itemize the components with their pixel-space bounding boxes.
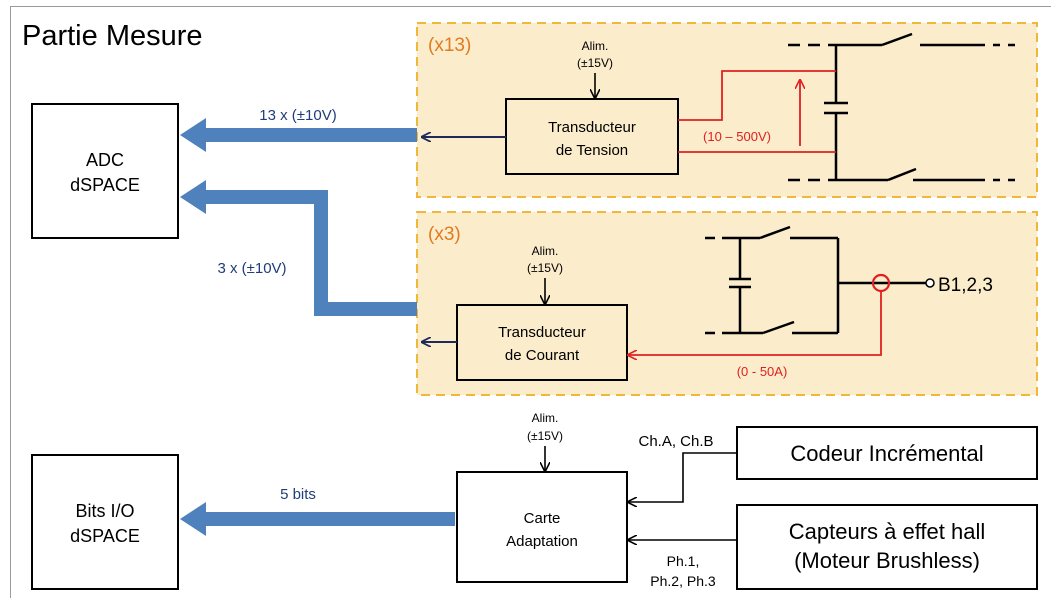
carte-alim-line2: (±15V)	[527, 429, 563, 443]
terminal-node	[925, 278, 935, 288]
voltage-range-label: (10 – 500V)	[703, 129, 771, 144]
bus-5bits-label: 5 bits	[280, 486, 316, 503]
carte-line2: Adaptation	[506, 533, 578, 550]
voltage-alim-line2: (±15V)	[577, 56, 613, 70]
slide-frame	[10, 6, 1051, 598]
hall-sensor-block	[736, 504, 1038, 590]
hall-signals-line2: Ph.2, Ph.3	[650, 573, 716, 589]
voltage-alim-line1: Alim.	[582, 39, 609, 53]
hall-label-line2: (Moteur Brushless)	[794, 548, 980, 573]
current-alim-line1: Alim.	[532, 244, 559, 258]
carte-adaptation-block	[456, 471, 628, 583]
current-range-label: (0 - 50A)	[737, 364, 788, 379]
current-circuit	[705, 225, 926, 335]
bus-3-label: 3 x (±10V)	[217, 260, 286, 277]
encoder-block	[736, 426, 1038, 480]
page-title: Partie Mesure	[22, 20, 203, 52]
adc-label-line2: dSPACE	[70, 175, 140, 195]
current-transducer-block	[456, 304, 628, 381]
bits-io-block	[31, 454, 179, 590]
bus-13-arrow	[180, 118, 417, 152]
voltage-transducer-line1: Transducteur	[548, 119, 636, 136]
carte-line1: Carte	[524, 510, 561, 527]
voltage-sense-lines	[678, 70, 836, 153]
hall-label-line1: Capteurs à effet hall	[789, 519, 986, 544]
encoder-label: Codeur Incrémental	[790, 441, 983, 466]
current-transducer-line2: de Courant	[505, 347, 580, 364]
phase-label: B1,2,3	[938, 275, 993, 296]
encoder-signals-label: Ch.A, Ch.B	[638, 433, 713, 450]
bits-io-label-line1: Bits I/O	[75, 501, 134, 521]
voltage-group-label: (x13)	[428, 35, 471, 56]
current-group-label: (x3)	[428, 224, 461, 245]
voltage-circuit	[788, 32, 1015, 182]
voltage-transducer-block	[505, 98, 679, 175]
adc-block	[31, 103, 179, 239]
carte-alim-line1: Alim.	[532, 411, 559, 425]
hall-signals-line1: Ph.1,	[667, 553, 700, 569]
current-sense-line	[628, 291, 882, 355]
bus-3-arrow	[180, 180, 417, 316]
bits-io-label-line2: dSPACE	[70, 526, 140, 546]
current-alim-line2: (±15V)	[527, 261, 563, 275]
current-transducer-line1: Transducteur	[498, 324, 586, 341]
voltage-transducer-line2: de Tension	[556, 142, 628, 159]
bus-5bits-arrow	[180, 502, 455, 536]
bus-13-label: 13 x (±10V)	[259, 107, 336, 124]
adc-label-line1: ADC	[86, 150, 124, 170]
encoder-signal-arrow	[628, 452, 737, 502]
